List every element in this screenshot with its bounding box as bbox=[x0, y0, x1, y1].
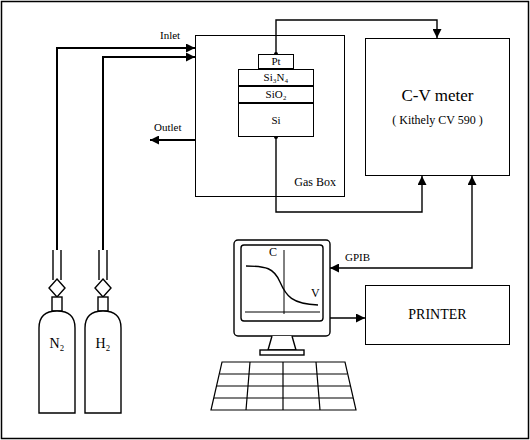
printer-box: PRINTER bbox=[365, 285, 510, 345]
node-label: Pt bbox=[271, 55, 280, 68]
computer-monitor: CV bbox=[232, 238, 332, 356]
node-label: Si bbox=[271, 114, 280, 127]
node-label: ( Kithely CV 590 ) bbox=[392, 114, 482, 128]
node-label: H₂ bbox=[96, 336, 111, 352]
gas-pipe bbox=[57, 48, 195, 250]
port-label: Outlet bbox=[152, 121, 184, 134]
node-label: SiO₂ bbox=[266, 88, 287, 101]
bus-label: GPIB bbox=[343, 251, 372, 264]
node-label: N₂ bbox=[50, 336, 65, 352]
nitride-layer: Si₃N₄ bbox=[238, 69, 314, 86]
cv-meter-box: C-V meter ( Kithely CV 590 ) bbox=[365, 38, 510, 176]
gas-box: Gas Box PtSi₃N₄ SiO₂ Si bbox=[195, 35, 345, 197]
gas-pipe bbox=[103, 57, 195, 250]
oxide-layer: SiO₂ bbox=[238, 86, 314, 103]
contact-dot bbox=[274, 52, 278, 56]
gas-cylinder: N₂ bbox=[36, 250, 78, 415]
axis-label: V bbox=[311, 287, 320, 301]
cylinder-outline bbox=[82, 250, 124, 415]
signal-wire bbox=[276, 20, 437, 54]
node-label: Si₃N₄ bbox=[264, 71, 289, 84]
port-label: Inlet bbox=[158, 29, 182, 42]
keyboard bbox=[211, 362, 356, 410]
pt-electrode: Pt bbox=[258, 54, 294, 69]
node-label: C-V meter bbox=[402, 86, 474, 106]
cylinder-outline bbox=[36, 250, 78, 415]
gas-cylinder: H₂ bbox=[82, 250, 124, 415]
monitor-outline bbox=[232, 238, 332, 356]
signal-wire bbox=[330, 317, 365, 318]
axis-label: C bbox=[269, 246, 277, 260]
signal-wire bbox=[276, 137, 422, 212]
node-label: PRINTER bbox=[408, 307, 466, 323]
contact-dot bbox=[274, 135, 278, 139]
node-label: Gas Box bbox=[294, 176, 336, 190]
outlet-pipe bbox=[150, 139, 195, 141]
signal-wire bbox=[330, 176, 472, 268]
silicon-substrate: Si bbox=[238, 103, 314, 137]
